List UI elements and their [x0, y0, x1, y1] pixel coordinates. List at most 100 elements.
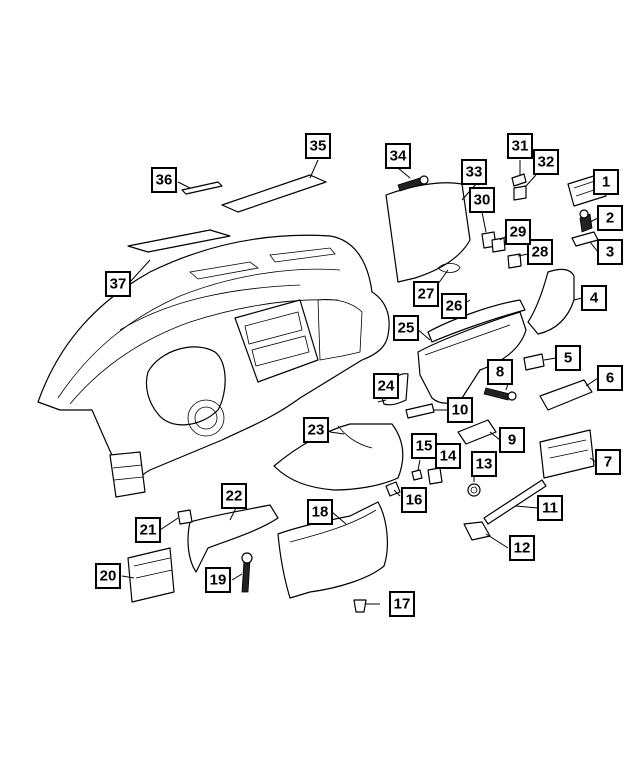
callout-label: 34	[390, 148, 407, 165]
callout-34: 34	[385, 143, 411, 169]
callout-14: 14	[435, 443, 461, 469]
callout-30: 30	[469, 187, 495, 213]
callout-36: 36	[151, 167, 177, 193]
callout-29: 29	[505, 219, 531, 245]
callout-label: 31	[512, 138, 529, 155]
part-9-bracket	[457, 419, 497, 445]
callout-label: 12	[514, 540, 531, 557]
callout-label: 5	[564, 350, 572, 367]
callout-label: 6	[606, 370, 614, 387]
callout-label: 37	[110, 276, 127, 293]
part-31-32-clips	[511, 173, 527, 201]
callout-23: 23	[303, 417, 329, 443]
callout-33: 33	[461, 159, 487, 185]
callout-label: 13	[476, 456, 493, 473]
part-21-clip	[177, 509, 193, 525]
callout-27: 27	[413, 281, 439, 307]
callout-label: 9	[508, 432, 516, 449]
callout-18: 18	[307, 499, 333, 525]
part-20-vent	[127, 547, 175, 603]
part-2-screw	[579, 209, 593, 233]
leader-lines	[121, 159, 607, 605]
part-36-pad	[181, 181, 223, 195]
callout-16: 16	[401, 487, 427, 513]
callout-label: 10	[452, 402, 469, 419]
part-26-pad	[427, 299, 526, 343]
part-33-door	[385, 182, 471, 283]
part-10-bracket	[405, 403, 435, 419]
callout-label: 25	[398, 320, 415, 337]
callout-label: 22	[226, 488, 243, 505]
part-35-sheet	[221, 174, 327, 213]
callout-label: 7	[604, 454, 612, 471]
callout-28: 28	[527, 239, 553, 265]
part-4-endcap	[527, 268, 575, 335]
callout-label: 17	[394, 596, 411, 613]
part-3-pad	[571, 231, 599, 247]
callout-3: 3	[597, 239, 623, 265]
callout-31: 31	[507, 133, 533, 159]
part-11-rod	[483, 479, 547, 525]
callout-10: 10	[447, 397, 473, 423]
callout-label: 33	[466, 164, 483, 181]
callout-1: 1	[593, 169, 619, 195]
callout-label: 26	[446, 298, 463, 315]
callout-label: 3	[606, 244, 614, 261]
callout-11: 11	[537, 495, 563, 521]
callout-24: 24	[373, 373, 399, 399]
callout-label: 1	[602, 174, 610, 191]
callout-4: 4	[581, 285, 607, 311]
callout-label: 8	[496, 364, 504, 381]
callout-5: 5	[555, 345, 581, 371]
callout-label: 19	[210, 572, 227, 589]
part-29-clip	[491, 237, 506, 253]
callout-label: 32	[538, 154, 555, 171]
part-19-screw	[241, 552, 253, 593]
callout-label: 14	[440, 448, 457, 465]
callout-label: 30	[474, 192, 491, 209]
callout-label: 4	[590, 290, 599, 307]
part-25-console	[417, 311, 527, 404]
part-12-clip	[463, 521, 491, 541]
part-13-bulb	[467, 483, 481, 497]
part-28-clip	[507, 253, 522, 269]
callout-label: 29	[510, 224, 527, 241]
callout-20: 20	[95, 563, 121, 589]
callout-8: 8	[487, 359, 513, 385]
callout-label: 36	[156, 172, 173, 189]
part-14-socket	[427, 467, 443, 485]
callout-7: 7	[595, 449, 621, 475]
callout-26: 26	[441, 293, 467, 319]
callout-2: 2	[597, 205, 623, 231]
callout-32: 32	[533, 149, 559, 175]
callout-17: 17	[389, 591, 415, 617]
callout-label: 18	[312, 504, 329, 521]
callout-label: 15	[416, 438, 433, 455]
callout-35: 35	[305, 133, 331, 159]
callout-15: 15	[411, 433, 437, 459]
callout-label: 35	[310, 138, 327, 155]
part-8-screw	[483, 387, 517, 401]
callout-label: 23	[308, 422, 325, 439]
callout-label: 28	[532, 244, 549, 261]
callout-label: 20	[100, 568, 117, 585]
part-22-panel	[187, 504, 279, 573]
part-7-duct	[539, 429, 595, 479]
callout-25: 25	[393, 315, 419, 341]
callout-19: 19	[205, 567, 231, 593]
callout-9: 9	[499, 427, 525, 453]
callout-label: 24	[378, 378, 395, 395]
callout-label: 2	[606, 210, 614, 227]
callout-label: 27	[418, 286, 435, 303]
part-17-clip	[353, 599, 367, 613]
callout-label: 16	[406, 492, 423, 509]
callout-label: 21	[140, 522, 157, 539]
part-27-handle	[437, 263, 461, 273]
callout-label: 11	[542, 500, 558, 517]
part-37-pad	[127, 229, 231, 253]
part-15-clip	[411, 469, 423, 481]
instrument-panel	[37, 234, 390, 498]
callout-22: 22	[221, 483, 247, 509]
callout-6: 6	[597, 365, 623, 391]
